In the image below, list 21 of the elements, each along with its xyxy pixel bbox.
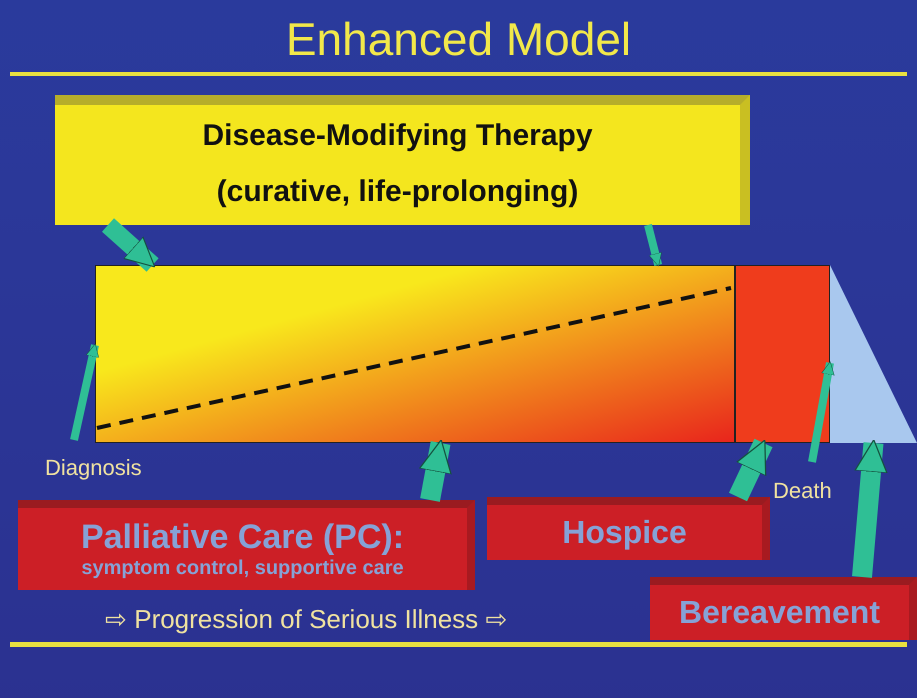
block-arrow bbox=[808, 361, 834, 463]
block-arrow bbox=[418, 439, 452, 502]
heading: Palliative Care (PC): bbox=[80, 518, 406, 557]
block-arrow bbox=[852, 439, 888, 578]
block-arrow bbox=[70, 344, 100, 441]
axis-caption: ⇨ Progression of Serious Illness ⇨ bbox=[105, 604, 508, 635]
milestone-label: Death bbox=[773, 478, 832, 504]
heading: Hospice bbox=[561, 514, 688, 551]
block-arrow bbox=[102, 218, 159, 272]
description: symptom control, supportive care bbox=[80, 557, 405, 580]
title: Enhanced Model bbox=[284, 12, 632, 66]
care-box bbox=[650, 577, 917, 640]
subtitle: (curative, life-prolonging) bbox=[216, 175, 580, 209]
milestone-label: Diagnosis bbox=[45, 455, 142, 481]
block-arrow bbox=[644, 224, 662, 266]
care-box bbox=[18, 500, 475, 590]
therapy-box bbox=[55, 95, 750, 225]
block-arrow bbox=[728, 438, 773, 502]
heading: Disease-Modifying Therapy bbox=[201, 119, 594, 153]
heading: Bereavement bbox=[678, 594, 881, 631]
care-box bbox=[487, 497, 770, 560]
